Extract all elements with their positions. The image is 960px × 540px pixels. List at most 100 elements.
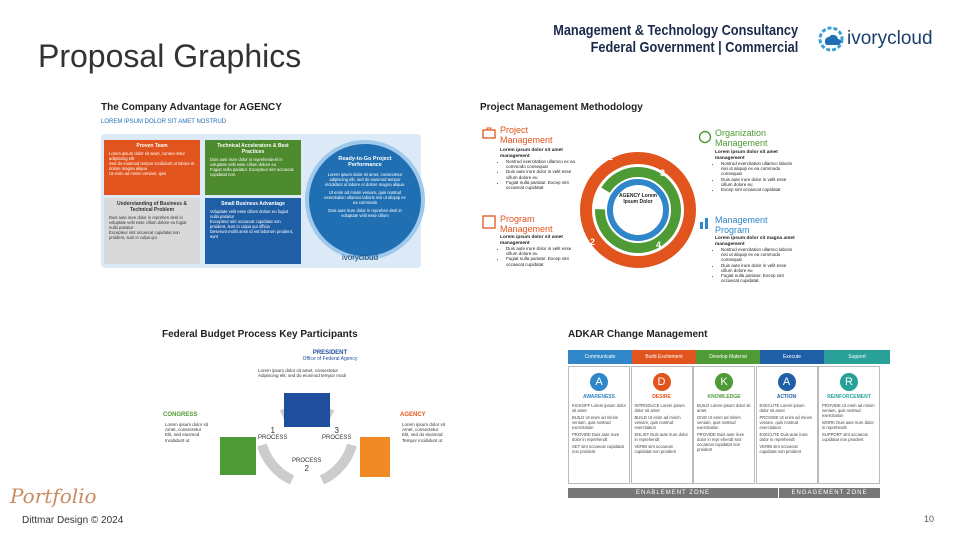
adkar-letter: K [715, 373, 733, 391]
org-block: Lorem ipsum dolor sit amet managementNos… [715, 150, 795, 192]
box-item: Duis aute irure dolor in reprehen derit … [109, 215, 187, 230]
box-item: Lorem ipsum dolor sit amet, consec-tetur… [109, 151, 185, 161]
cloud-icon [818, 26, 844, 52]
adkar-title: ACTION [776, 394, 797, 400]
adkar-text: SUPPORT sint occaecat cupidatat non proi… [822, 432, 868, 442]
circle-text: Lorem ipsum dolor sit amet, consectetur … [324, 172, 406, 187]
adkar-text: VERBI sint occaecat cupidatat non proide… [759, 444, 801, 454]
adkar-text: BUILD Ut enim ad minim veniam, quis nost… [572, 415, 619, 430]
credit: Dittmar Design © 2024 [22, 515, 124, 526]
circle-text: Ut enim ad minim veniam, quis nostrud ex… [324, 190, 406, 205]
chart-icon [700, 218, 708, 229]
adkar-text: WORK Duis aute irure dolor in reprehendt [822, 420, 874, 430]
pm-block: Lorem ipsum dolor sit amet managementNos… [500, 148, 578, 190]
brand-logo: ivorycloud [818, 26, 933, 52]
panel1-title: The Company Advantage for AGENCY [101, 102, 282, 113]
adkar-text: VERBI sint occaecat cupidatat non proide… [634, 444, 676, 454]
capitol-icon [220, 437, 256, 475]
box-title: Proven Team [136, 143, 168, 149]
phase-execute: Execute [760, 350, 824, 364]
adkar-column-action: A ACTION EXECUTE Lorem ipsum dolor sit ame… [755, 366, 818, 484]
enablement-zone: ENABLEMENT ZONE [568, 488, 778, 498]
step-3: 3 [660, 168, 665, 178]
box-item: Sed do eiusmod tempor incididunt ut labo… [109, 161, 195, 171]
page-title: Proposal Graphics [38, 38, 302, 74]
adkar-text: BUILD Ut enim ad minim veniam, quis nost… [634, 415, 681, 430]
adkar-text: PROVIDE Ut enim ad minim veniam, quis no… [759, 415, 813, 430]
step-4: 4 [656, 240, 661, 250]
adkar-letter: A [777, 373, 796, 391]
adkar-text: KICKOFF Lorem ipsum dolor sit amet [572, 403, 626, 413]
program-icon [482, 215, 496, 229]
adkar-text: BUILD Lorem ipsum dolor sit amet [697, 403, 751, 413]
phase-communicate: Communicate [568, 350, 632, 364]
adkar-text: ENLIST Duis aute irure dolor in reprehen… [634, 432, 688, 442]
adkar-title: KNOWLEDGE [707, 394, 741, 400]
box-item: Fugiat nulla pariatur. Excepteur sint oc… [210, 167, 294, 177]
box-item: Voluptate velit esse cillum dolore eu fu… [210, 209, 288, 219]
agency-title: AGENCY [400, 412, 426, 418]
process-cycle [220, 393, 390, 485]
page-number: 10 [923, 514, 934, 524]
white-house-icon [284, 393, 330, 427]
box-item: Deserunt mollit anim id est laborum proi… [210, 229, 294, 239]
box-item: Duis aute irure dolor in reprehenderit i… [210, 157, 283, 167]
box-title: Understanding of Business & Technical Pr… [116, 201, 187, 213]
adkar-text: EXECUTE Duis aute irure dolor in reprehe… [759, 432, 808, 442]
panel4-title: ADKAR Change Management [568, 329, 708, 340]
adkar-text: INTRODUCE Lorem ipsum dolor sit amet [634, 403, 685, 413]
box-title: Technical Accelerators & Best Practices [217, 143, 289, 155]
circle-title: Ready-to-Go Project Performance [338, 156, 392, 168]
engagement-zone: ENGAGEMENT ZONE [779, 488, 880, 498]
adkar-text: PROVIDE Duis aute irure dolor in reprehe… [572, 432, 620, 442]
mgmt-program-block: Lorem ipsum dolor sit magna amet managem… [715, 236, 797, 283]
panel1-logo: ivorycloud [342, 253, 379, 262]
panel3-title: Federal Budget Process Key Participants [162, 329, 358, 340]
agency-building-icon [360, 437, 390, 477]
adkar-letter: A [590, 373, 608, 391]
briefcase-icon [482, 127, 496, 139]
phase-build-excitement: Build Excitement [632, 350, 696, 364]
adkar-column-awareness: A AWARENESS KICKOFF Lorem ipsum dolor sit … [568, 366, 630, 484]
adkar-column-reinforcement: R REINFORCEMENT PROVIDE Ut enim ad minim v… [818, 366, 880, 484]
adkar-title: AWARENESS [583, 394, 615, 400]
box-item: Excepteur sint occaecat cupidatat non pr… [210, 219, 281, 229]
portfolio-script: Portfolio [10, 484, 97, 508]
logo-text: ivorycloud [847, 28, 933, 49]
methodology-ring: 1 2 3 4 [580, 152, 696, 268]
step-1: 1 [608, 152, 613, 162]
org-icon [698, 130, 712, 144]
adkar-column-knowledge: K KNOWLEDGE BUILD Lorem ipsum dolor sit am… [693, 366, 755, 484]
adkar-letter: R [840, 373, 858, 391]
adkar-text: SET sint occaecat cupidatat non proident [572, 444, 624, 454]
adkar-text: EXECUTE Lorem ipsum dolor sit amet [759, 403, 805, 413]
adkar-title: DESIRE [652, 394, 671, 400]
adkar-text: GIVE Ut enim ad minim veniam, quis nostr… [697, 415, 741, 430]
phase-support: Support [824, 350, 890, 364]
adkar-text: PROVIDE Ut enim ad minim veniam, quis no… [822, 403, 875, 418]
box-title: Small Business Advantage [221, 201, 285, 207]
adkar-title: REINFORCEMENT [827, 394, 871, 400]
circle-text: Duis aute irure dolor in reprehen derit … [328, 208, 402, 218]
panel2-title: Project Management Methodology [480, 102, 643, 113]
step-2: 2 [590, 237, 595, 247]
header-line-2: Federal Government | Commercial [590, 39, 798, 56]
panel1-subtitle: LOREM IPSUM DOLOR SIT AMET NOSTRUD [101, 119, 227, 125]
congress-title: CONGRESS [163, 412, 198, 418]
header-line-1: Management & Technology Consultancy [553, 22, 798, 39]
phase-develop-material: Develop Material [696, 350, 760, 364]
